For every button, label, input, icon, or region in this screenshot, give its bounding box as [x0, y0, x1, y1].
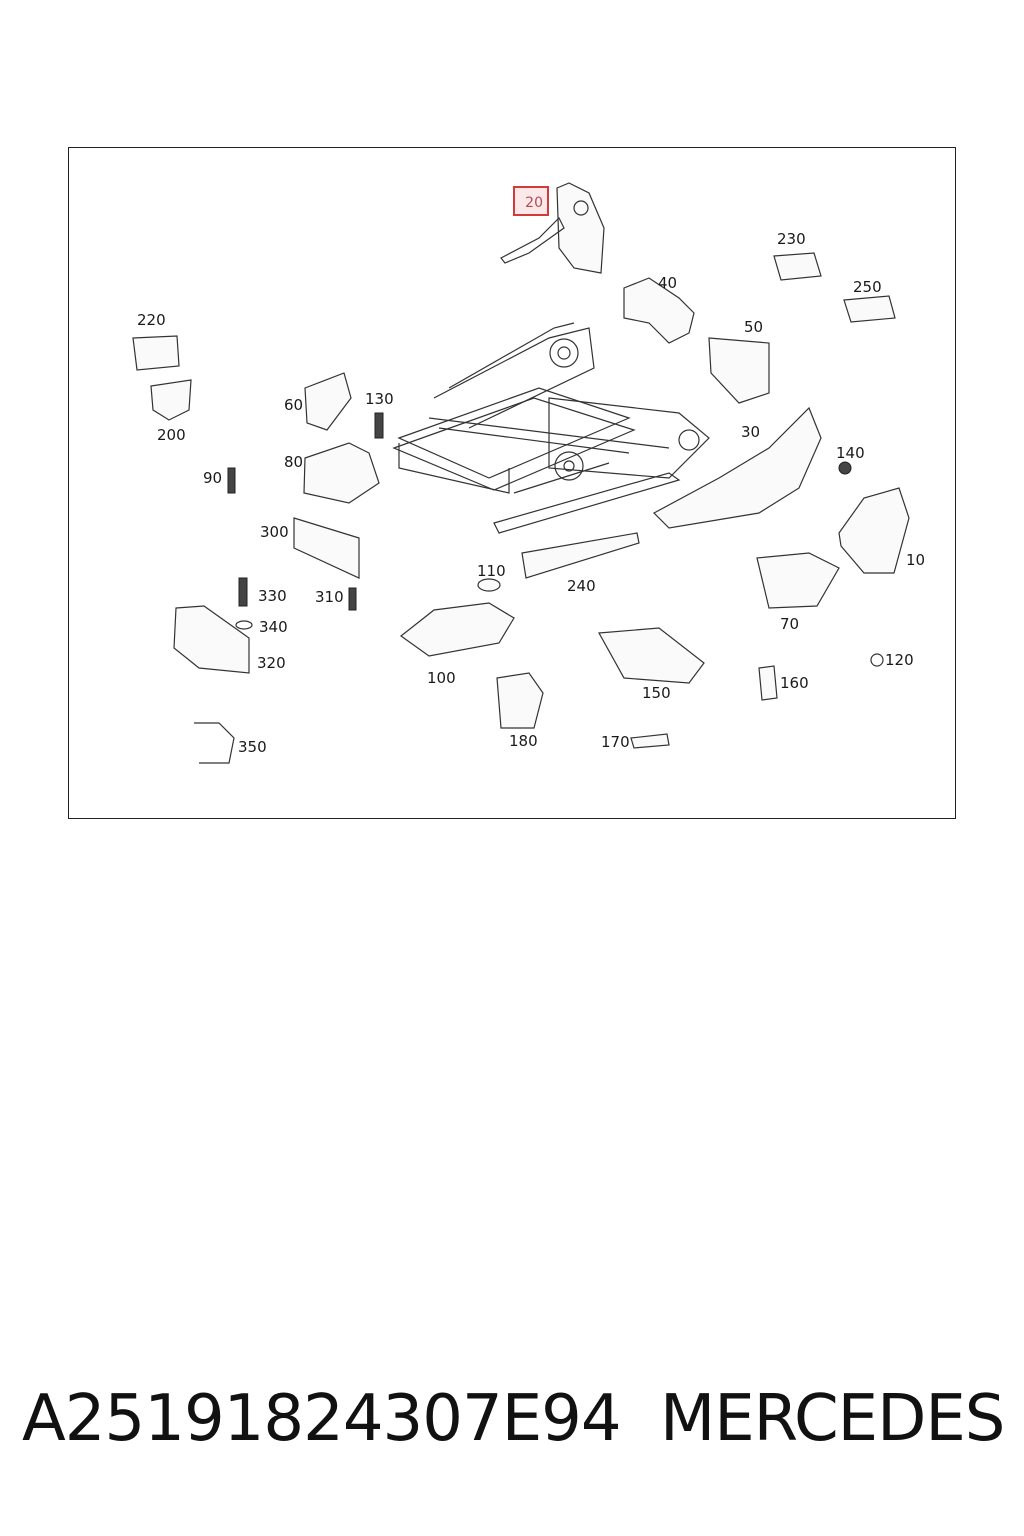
part-200-drawing: [150, 379, 192, 421]
part-250-drawing: [843, 295, 896, 323]
part-110-drawing: [477, 578, 501, 592]
part-170-drawing: [630, 733, 670, 749]
part-230-drawing: [773, 252, 822, 281]
part-label-200[interactable]: 200: [157, 426, 186, 444]
part-50-drawing: [708, 337, 770, 404]
part-10-drawing: [838, 487, 910, 574]
part-label-240[interactable]: 240: [567, 577, 596, 595]
part-320-drawing: [173, 605, 250, 674]
part-label-330[interactable]: 330: [258, 587, 287, 605]
highlighted-part-box[interactable]: 20: [513, 186, 549, 216]
exploded-parts-drawing: [132, 182, 910, 764]
part-330-drawing: [238, 577, 248, 607]
part-80-drawing: [303, 442, 380, 504]
part-350-drawing: [194, 722, 235, 764]
parts-diagram-frame: 20 220 200 60 130 80 90 300 330 340 310 …: [68, 147, 956, 819]
part-130-drawing: [374, 412, 384, 439]
part-label-250[interactable]: 250: [853, 278, 882, 296]
part-label-50[interactable]: 50: [744, 318, 764, 336]
part-90-drawing: [227, 467, 236, 494]
part-240-drawing: [521, 532, 640, 579]
part-label-310[interactable]: 310: [315, 588, 344, 606]
part-label-170[interactable]: 170: [601, 733, 630, 751]
part-label-30[interactable]: 30: [741, 423, 761, 441]
part-label-220[interactable]: 220: [137, 311, 166, 329]
part-label-110[interactable]: 110: [477, 562, 506, 580]
part-label-180[interactable]: 180: [509, 732, 538, 750]
brand-text: MERCEDES: [660, 1382, 1005, 1456]
part-label-100[interactable]: 100: [427, 669, 456, 687]
part-label-20: 20: [525, 195, 543, 211]
part-120-drawing: [870, 653, 884, 667]
part-310-drawing: [348, 587, 357, 611]
part-180-drawing: [496, 672, 544, 729]
part-220-drawing: [132, 335, 180, 371]
part-label-90[interactable]: 90: [203, 469, 223, 487]
part-60-drawing: [304, 372, 352, 431]
part-label-230[interactable]: 230: [777, 230, 806, 248]
part-30-drawing: [653, 406, 822, 529]
part-70-drawing: [756, 552, 840, 609]
part-label-60[interactable]: 60: [284, 396, 304, 414]
part-label-300[interactable]: 300: [260, 523, 289, 541]
part-number-text: A25191824307E94: [22, 1382, 622, 1456]
part-label-10[interactable]: 10: [906, 551, 926, 569]
seat-frame-drawing: [392, 322, 710, 534]
part-label-160[interactable]: 160: [780, 674, 809, 692]
part-label-70[interactable]: 70: [780, 615, 800, 633]
part-label-120[interactable]: 120: [885, 651, 914, 669]
part-340-drawing: [235, 620, 253, 630]
part-150-drawing: [598, 627, 705, 684]
part-160-drawing: [758, 665, 778, 701]
part-20-drawing: [500, 182, 605, 274]
part-label-80[interactable]: 80: [284, 453, 304, 471]
part-140-drawing: [838, 461, 852, 475]
part-label-150[interactable]: 150: [642, 684, 671, 702]
part-40-drawing: [623, 277, 695, 344]
part-label-350[interactable]: 350: [238, 738, 267, 756]
part-label-340[interactable]: 340: [259, 618, 288, 636]
part-label-320[interactable]: 320: [257, 654, 286, 672]
part-label-140[interactable]: 140: [836, 444, 865, 462]
part-100-drawing: [400, 602, 515, 657]
part-300-drawing: [293, 517, 360, 579]
part-label-40[interactable]: 40: [658, 274, 678, 292]
part-label-130[interactable]: 130: [365, 390, 394, 408]
